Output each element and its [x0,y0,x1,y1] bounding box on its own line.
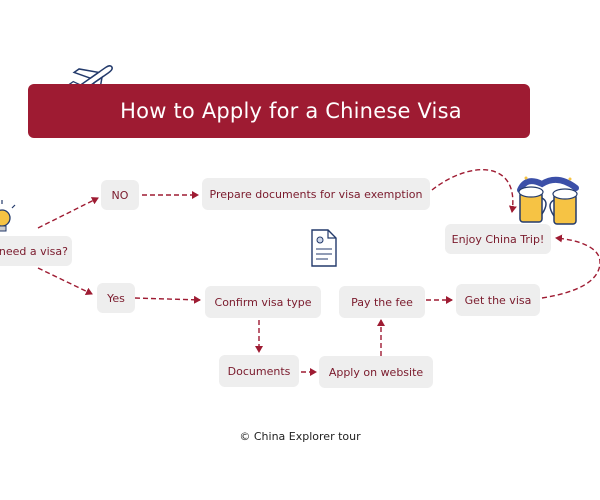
title-banner: How to Apply for a Chinese Visa [28,84,530,138]
node-pay-fee: Pay the fee [339,286,425,318]
node-no: NO [101,180,139,210]
node-prepare-documents: Prepare documents for visa exemption [202,178,430,210]
node-documents: Documents [219,355,299,387]
node-get-visa: Get the visa [456,284,540,316]
arrow-need-to-no [37,197,99,229]
node-confirm-visa-type: Confirm visa type [205,286,321,318]
node-enjoy-china-trip: Enjoy China Trip! [445,224,551,254]
document-icon [311,229,337,267]
node-yes: Yes [97,283,135,313]
lightbulb-icon [0,200,16,232]
copyright-footer: © China Explorer tour [239,430,361,443]
arrow-need-to-yes [37,267,93,296]
arrow-yes-to-confirm [134,295,201,304]
node-apply-on-website: Apply on website [319,356,433,388]
page-title: How to Apply for a Chinese Visa [120,99,462,123]
beer-mugs-icon [517,176,579,225]
arrow-prepare-to-enjoy [431,169,517,213]
node-need-visa: need a visa? [0,236,72,266]
